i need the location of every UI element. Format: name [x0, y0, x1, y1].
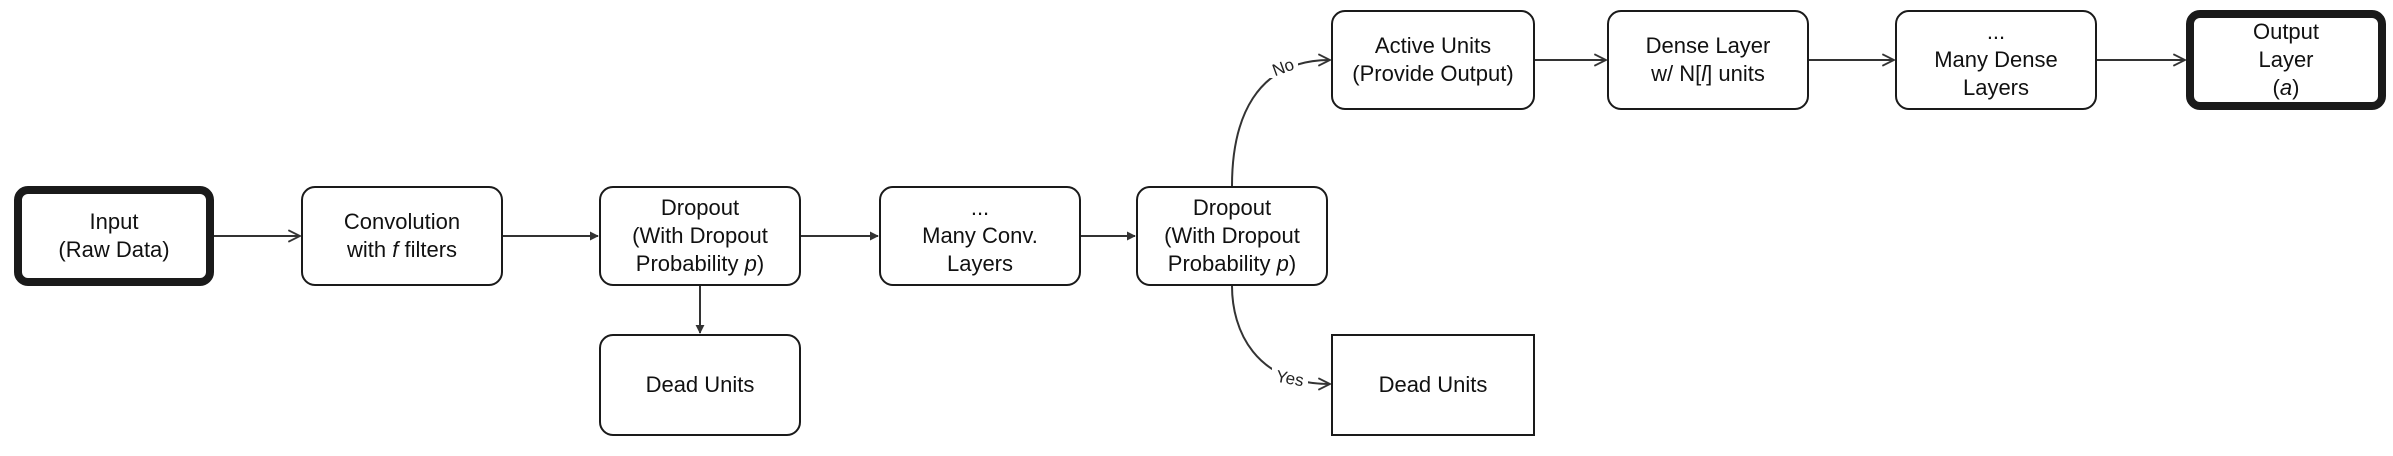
many-conv-layers-node: ... Many Conv. Layers [879, 186, 1081, 286]
dropout-node-1-line-3: Probability p) [635, 251, 765, 276]
dead-units-node-2-label: Dead Units [1378, 372, 1488, 397]
dead-units-node-1: Dead Units [599, 334, 801, 436]
many-conv-layers-line-2: Many Conv. [922, 223, 1038, 248]
dropout-node-2-line-3: Probability p) [1167, 251, 1297, 276]
dropout-node-2-line-2: (With Dropout [1164, 223, 1300, 248]
dropout-node-2-line-1: Dropout [1192, 195, 1272, 220]
many-conv-layers-line-1: ... [970, 195, 990, 220]
dead-units-node-2: Dead Units [1331, 334, 1535, 436]
convolution-node: Convolution with f filters [301, 186, 503, 286]
input-node: Input (Raw Data) [14, 186, 214, 286]
output-layer-line-3: (a) [2272, 75, 2300, 100]
many-conv-layers-line-3: Layers [946, 251, 1014, 276]
output-layer-node: Output Layer (a) [2186, 10, 2386, 110]
dense-layer-node: Dense Layer w/ N[l] units [1607, 10, 1809, 110]
dropout-node-1-line-1: Dropout [660, 195, 740, 220]
active-units-line-1: Active Units [1374, 33, 1492, 58]
dense-layer-line-1: Dense Layer [1645, 33, 1771, 58]
dropout-node-2: Dropout (With Dropout Probability p) [1136, 186, 1328, 286]
active-units-node: Active Units (Provide Output) [1331, 10, 1535, 110]
input-node-line-2: (Raw Data) [58, 237, 170, 262]
input-node-line-1: Input [89, 209, 139, 234]
active-units-line-2: (Provide Output) [1352, 61, 1514, 86]
dropout-node-1: Dropout (With Dropout Probability p) [599, 186, 801, 286]
many-dense-layers-line-2: Many Dense [1934, 47, 2058, 72]
convolution-node-line-1: Convolution [343, 209, 461, 234]
dropout-node-1-line-2: (With Dropout [632, 223, 768, 248]
output-layer-line-1: Output [2252, 19, 2320, 44]
many-dense-layers-line-3: Layers [1962, 75, 2030, 100]
no-label-background [1268, 56, 1298, 78]
many-dense-layers-node: ... Many Dense Layers [1895, 10, 2097, 110]
dense-layer-line-2: w/ N[l] units [1651, 61, 1765, 86]
edge-label-yes: Yes [1275, 367, 1306, 391]
dead-units-node-1-label: Dead Units [645, 372, 755, 397]
edge-dropout-to-active-units-no [1231, 60, 1330, 187]
yes-label-background [1272, 367, 1308, 389]
output-layer-line-2: Layer [2258, 47, 2314, 72]
many-dense-layers-line-1: ... [1986, 19, 2006, 44]
convolution-node-line-2: with f filters [346, 237, 458, 262]
